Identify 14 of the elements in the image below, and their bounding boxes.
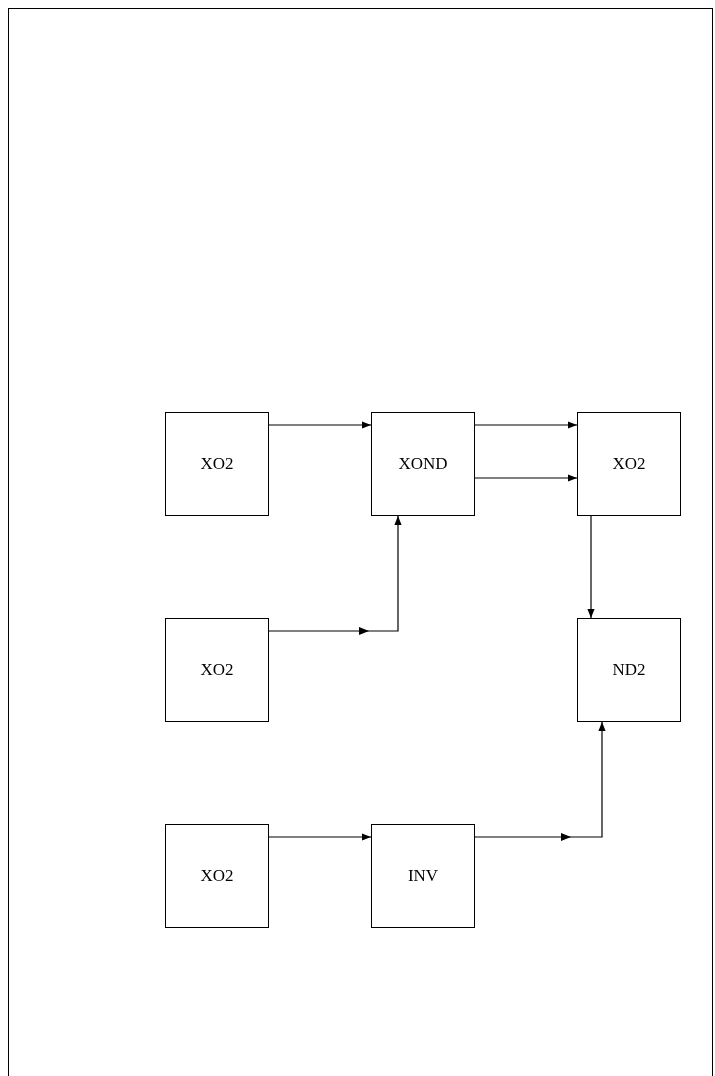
- block-box: [371, 412, 475, 516]
- block-label: XO2: [200, 866, 234, 886]
- block-box: [165, 824, 269, 928]
- block-box: [165, 412, 269, 516]
- block-box: [577, 412, 681, 516]
- block-label: XO2: [200, 660, 234, 680]
- block-label: ND2: [612, 660, 646, 680]
- block-box: [165, 618, 269, 722]
- block-label: XO2: [612, 454, 646, 474]
- block-label: INV: [407, 866, 439, 886]
- block-label: XO2: [200, 454, 234, 474]
- block-label: XOND: [398, 454, 448, 474]
- block-box: [577, 618, 681, 722]
- block-box: [371, 824, 475, 928]
